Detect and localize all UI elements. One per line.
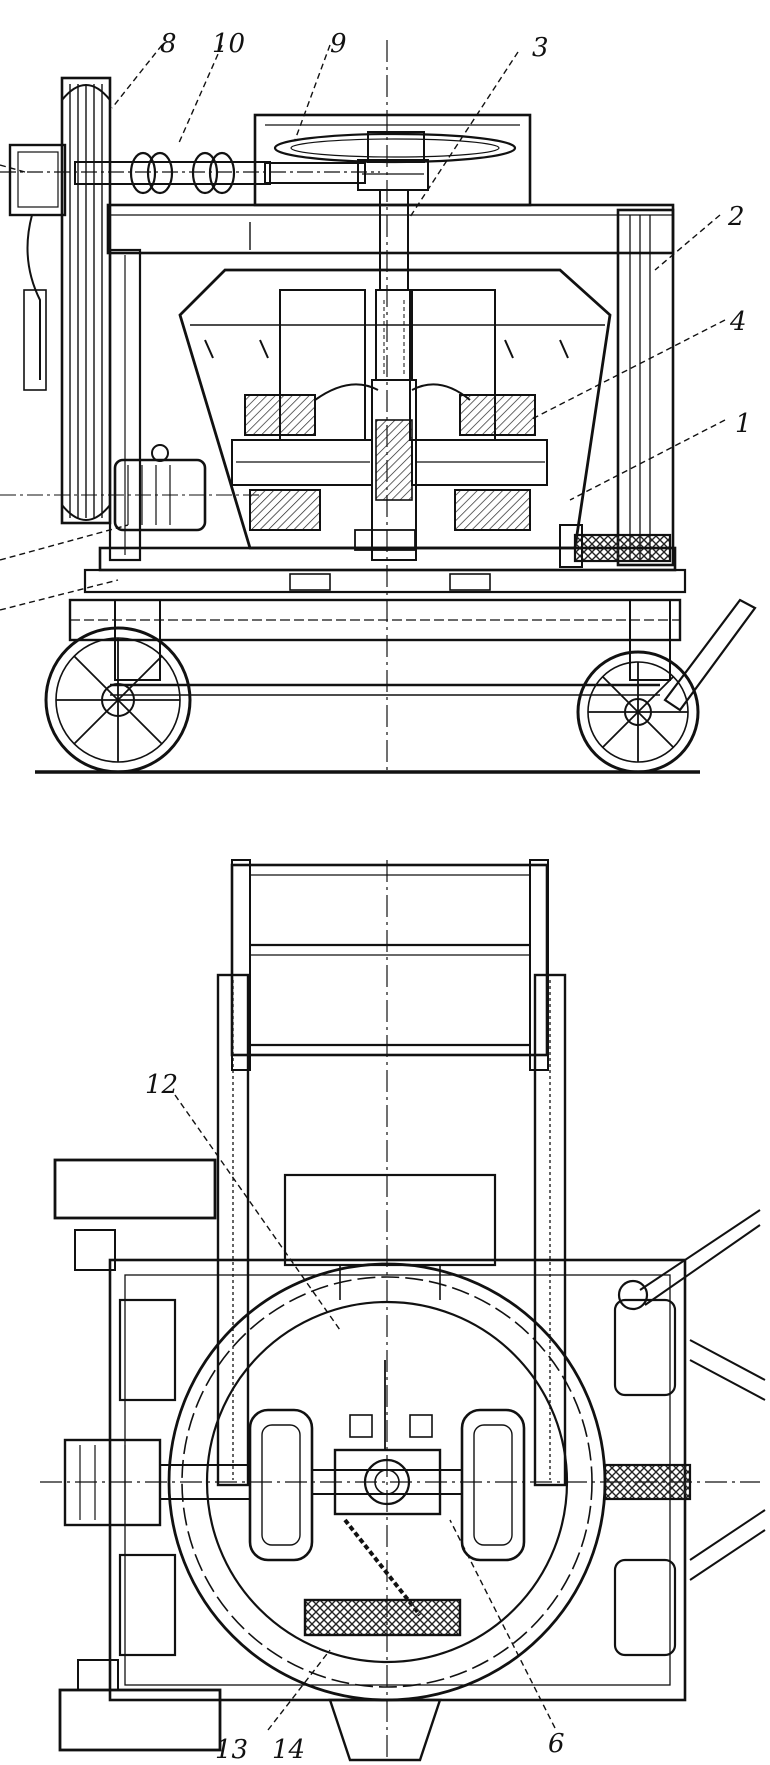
label-8: 8: [160, 29, 177, 59]
plan-right-roller: [460, 1408, 526, 1562]
right-column: [616, 208, 675, 567]
label-1: 1: [735, 409, 752, 439]
towbar: [663, 598, 757, 712]
base-plate: [83, 529, 687, 594]
label-4: 4: [729, 307, 747, 337]
leader-lines-plan: [174, 1094, 556, 1731]
right-wheel: [576, 650, 700, 774]
left-gearbox: [63, 1298, 251, 1657]
left-roller: [231, 383, 379, 531]
plan-view: 12 13 14 6: [40, 859, 766, 1765]
pulley-housing: [8, 143, 67, 391]
label-13: 13: [215, 1735, 248, 1765]
leader-lines-side: [0, 44, 726, 611]
right-roller: [411, 383, 548, 531]
label-2: 2: [727, 202, 745, 232]
feeder-frame: [230, 859, 549, 1071]
electric-motor: [0, 444, 260, 532]
label-3: 3: [532, 33, 549, 63]
label-12: 12: [145, 1070, 178, 1100]
side-view: 8 10 9 3 2 4 1: [0, 29, 757, 774]
belt-drive: [60, 76, 112, 525]
label-9: 9: [330, 29, 347, 59]
handwheel: [273, 131, 517, 191]
chassis: [68, 598, 682, 696]
label-6: 6: [548, 1729, 565, 1759]
right-mechanisms: [603, 1209, 766, 1657]
label-14: 14: [272, 1735, 305, 1765]
left-column: [108, 248, 142, 562]
outlet-funnel: [328, 1698, 442, 1762]
side-rails: [216, 973, 567, 1487]
bottom-chute: [303, 1598, 462, 1637]
left-wheel: [44, 626, 192, 774]
label-10: 10: [212, 29, 245, 59]
plan-left-roller: [248, 1408, 314, 1562]
inner-hopper: [283, 1173, 497, 1300]
drive-shaft: [0, 151, 380, 195]
left-boxes: [53, 1158, 222, 1752]
